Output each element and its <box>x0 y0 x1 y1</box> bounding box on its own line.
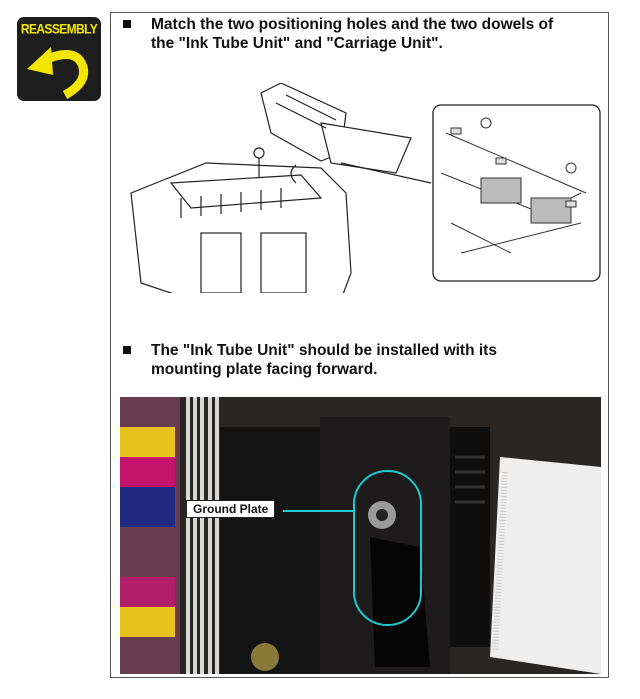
bullet-icon <box>123 20 131 28</box>
step-2-line-1: The "Ink Tube Unit" should be installed … <box>151 342 497 359</box>
instruction-frame: Match the two positioning holes and the … <box>110 12 609 678</box>
ink-tube-carriage-diagram <box>130 83 601 293</box>
return-arrow-icon <box>27 47 89 99</box>
ground-plate-callout: Ground Plate <box>186 500 276 518</box>
step-1-line-2: the "Ink Tube Unit" and "Carriage Unit". <box>151 35 443 52</box>
ground-plate-highlight <box>353 470 422 626</box>
step-2-line-2: mounting plate facing forward. <box>151 361 378 378</box>
step-1: Match the two positioning holes and the … <box>119 15 553 53</box>
ground-plate-photo: Ground Plate <box>120 397 601 674</box>
step-2: The "Ink Tube Unit" should be installed … <box>119 341 497 379</box>
badge-label: REASSEMBLY <box>20 20 98 38</box>
step-1-line-1: Match the two positioning holes and the … <box>151 16 554 33</box>
bullet-icon <box>123 346 131 354</box>
reassembly-badge: REASSEMBLY <box>17 17 101 101</box>
